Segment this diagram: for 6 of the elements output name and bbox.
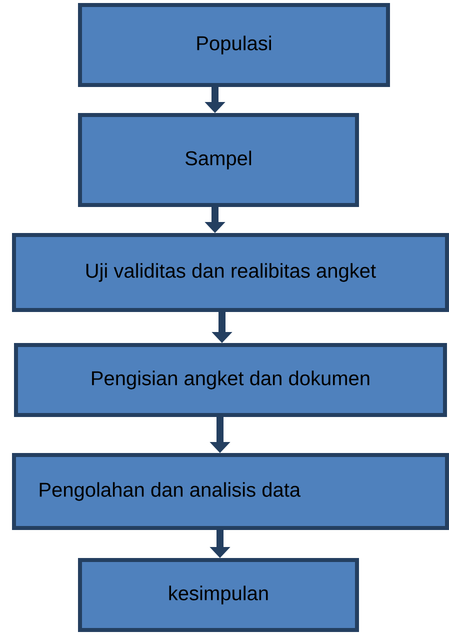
- process-box: Uji validitas dan realibitas angket: [12, 233, 449, 312]
- process-box: Sampel: [78, 113, 359, 207]
- process-box: kesimpulan: [78, 558, 359, 632]
- process-box: Pengisian angket dan dokumen: [14, 343, 447, 417]
- process-box: Pengolahan dan analisis data: [12, 453, 449, 530]
- process-box: Populasi: [78, 3, 390, 87]
